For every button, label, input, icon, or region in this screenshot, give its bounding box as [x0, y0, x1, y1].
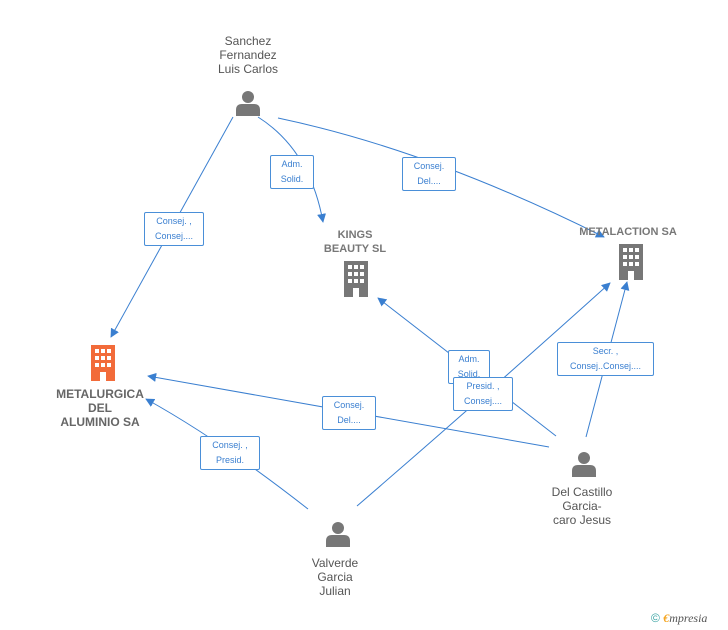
- metalaction-label[interactable]: METALACTION SA: [579, 226, 677, 238]
- metalaction-building-icon[interactable]: [616, 244, 646, 280]
- valverde-person-icon[interactable]: [324, 520, 352, 548]
- copyright-symbol: ©: [651, 611, 660, 625]
- sanchez-person-icon[interactable]: [234, 89, 262, 117]
- edge-label-delcastillo-metalaction[interactable]: Secr. , Consej..Consej....: [557, 342, 654, 376]
- edge-label-delcastillo-metalurgica[interactable]: Consej. Del....: [322, 396, 376, 430]
- edge-label-sanchez-kings[interactable]: Adm. Solid.: [270, 155, 314, 189]
- metalurgica-building-icon[interactable]: [88, 345, 118, 381]
- metalurgica-label[interactable]: METALURGICA DEL ALUMINIO SA: [56, 387, 144, 429]
- valverde-label[interactable]: Valverde Garcia Julian: [311, 556, 359, 598]
- sanchez-label[interactable]: Sanchez Fernandez Luis Carlos: [217, 34, 279, 76]
- delcastillo-person-icon[interactable]: [570, 450, 598, 478]
- edge-label-sanchez-metalaction[interactable]: Consej. Del....: [402, 157, 456, 191]
- footer-brand: © €mpresia: [651, 611, 707, 626]
- kings-building-icon[interactable]: [341, 261, 371, 297]
- edge-label-valverde-metalurgica[interactable]: Consej. , Presid.: [200, 436, 260, 470]
- edge-label-valverde-metalaction[interactable]: Presid. , Consej....: [453, 377, 513, 411]
- delcastillo-label[interactable]: Del Castillo Garcia- caro Jesus: [551, 485, 613, 527]
- edge-label-sanchez-metalurgica[interactable]: Consej. , Consej....: [144, 212, 204, 246]
- brand-logo[interactable]: €mpresia: [663, 611, 708, 625]
- kings-label[interactable]: KINGS BEAUTY SL: [323, 229, 387, 255]
- edge-lines: [110, 116, 630, 510]
